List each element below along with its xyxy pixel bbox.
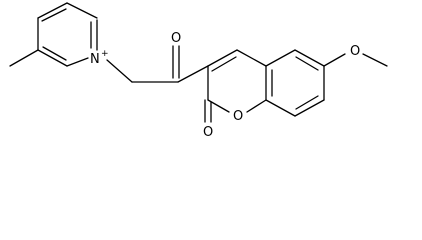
bond-py-c2-c3-inner [41, 8, 67, 22]
bond-c7-c8 [294, 99, 325, 117]
bond-methyl [9, 49, 39, 67]
bond-py-c5-n [66, 57, 89, 67]
ring-o-label: O [233, 109, 243, 124]
bond-c3-c4 [207, 49, 238, 67]
bond-c4-c4a [236, 49, 267, 67]
pyridinium-n-label: N [90, 52, 100, 67]
bond-py-c4-c5 [37, 49, 68, 67]
ketone-o-label: O [171, 31, 181, 46]
bond-c4a-c5 [265, 49, 296, 67]
bond-co-c3 [177, 65, 209, 83]
bond-c5-c6 [294, 49, 325, 67]
bond-n-ch2 [106, 59, 133, 83]
bond-py-c1-c2 [66, 2, 98, 19]
bond-c7-c8-inner [295, 95, 319, 110]
atom-labels: N + O O O O [90, 31, 360, 140]
pyridinium-charge-label: + [101, 49, 109, 59]
chemical-structure-figure: N + O O O O [9, 2, 388, 140]
bond-c3-c4-inner [211, 56, 237, 72]
bond-c8a-o1 [246, 99, 267, 113]
structure-svg: N + O O O O [9, 2, 388, 140]
bonds [9, 2, 388, 123]
bond-py-c2-c3 [37, 2, 68, 19]
bond-c6-o [323, 53, 346, 67]
bond-c5-c6-inner [295, 56, 319, 71]
methoxy-o-label: O [350, 44, 360, 59]
bond-c8-c8a [265, 99, 296, 117]
lactone-carbonyl-o-label: O [203, 125, 213, 140]
bond-o-ch3 [362, 53, 388, 67]
bond-py-c4-c5-inner [42, 46, 67, 61]
